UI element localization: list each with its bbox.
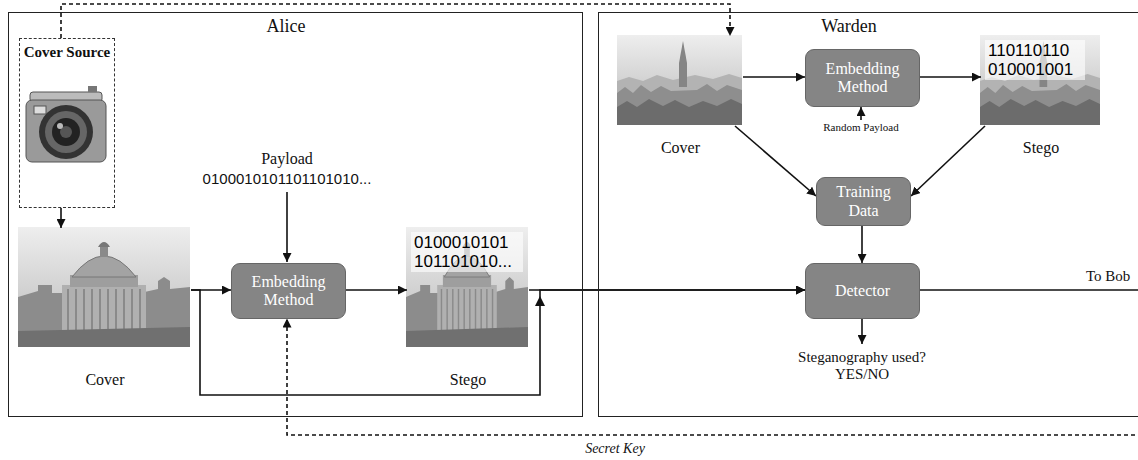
- image-frame: 110110110 010001001Stego: [981, 36, 1101, 126]
- payload-bits: 0100010101 101101010...: [411, 232, 523, 272]
- arrow-connector: [61, 4, 730, 38]
- box-text-group: Training Data: [823, 183, 904, 220]
- actor-panel: AliceCover SourceCover Embedding Method 01…: [8, 12, 583, 417]
- payload-bits: 110110110 010001001: [985, 40, 1085, 80]
- process-label: Detector: [835, 282, 890, 300]
- image-caption: Stego: [450, 371, 486, 389]
- arrow-connector: [861, 226, 863, 263]
- cover-photo: [617, 35, 742, 125]
- stego-photo: [406, 227, 528, 347]
- arrow-connector: [735, 126, 816, 196]
- process-label: Training Data: [823, 183, 904, 220]
- process-box: Training Data: [816, 177, 911, 226]
- image-caption: Stego: [1023, 139, 1059, 157]
- image-frame: Cover: [19, 228, 191, 348]
- arrow-connector: [743, 76, 805, 78]
- camera-icon: [26, 86, 106, 162]
- result-arrow: [861, 319, 863, 344]
- box-text-group: Detector: [835, 282, 890, 300]
- destination-label: To Bob: [1086, 268, 1130, 285]
- source-box: Cover Source: [19, 38, 115, 208]
- to-bob-line: [920, 289, 1138, 291]
- cover-photo: [18, 227, 190, 347]
- secret-key-line: [287, 319, 1138, 436]
- image-caption: Cover: [85, 371, 124, 389]
- process-label: Embedding Method: [812, 60, 913, 97]
- image-frame: Cover: [618, 36, 743, 126]
- process-box: Embedding Method: [231, 263, 346, 319]
- input-label: Random Payload: [823, 121, 898, 133]
- arrow-connector: [911, 126, 985, 196]
- key-label: Secret Key: [585, 441, 645, 457]
- image-frame: 0100010101 101101010...Stego: [407, 228, 529, 348]
- arrow-connector: [920, 76, 981, 78]
- payload-bits: 0100010101101101010...: [203, 170, 372, 187]
- payload-title: Payload: [261, 150, 313, 168]
- stego-photo: [980, 35, 1100, 125]
- panel-title: Alice: [267, 16, 306, 37]
- layout-lines: [287, 107, 1138, 435]
- box-text-group: Embedding Method: [238, 273, 339, 310]
- process-box: Embedding Method: [805, 49, 920, 107]
- image-caption: Cover: [661, 139, 700, 157]
- process-box: Detector: [805, 263, 920, 319]
- output-label: Steganography used? YES/NO: [782, 349, 942, 384]
- random-payload-arrow: [860, 107, 862, 120]
- payload-arrow: [286, 192, 288, 262]
- arrow-connector: [60, 208, 62, 228]
- arrow-connector: [346, 289, 407, 291]
- box-text-group: Embedding Method: [812, 60, 913, 97]
- box-title: Cover Source: [24, 44, 111, 61]
- process-label: Embedding Method: [238, 273, 339, 310]
- panel-title: Warden: [821, 16, 877, 37]
